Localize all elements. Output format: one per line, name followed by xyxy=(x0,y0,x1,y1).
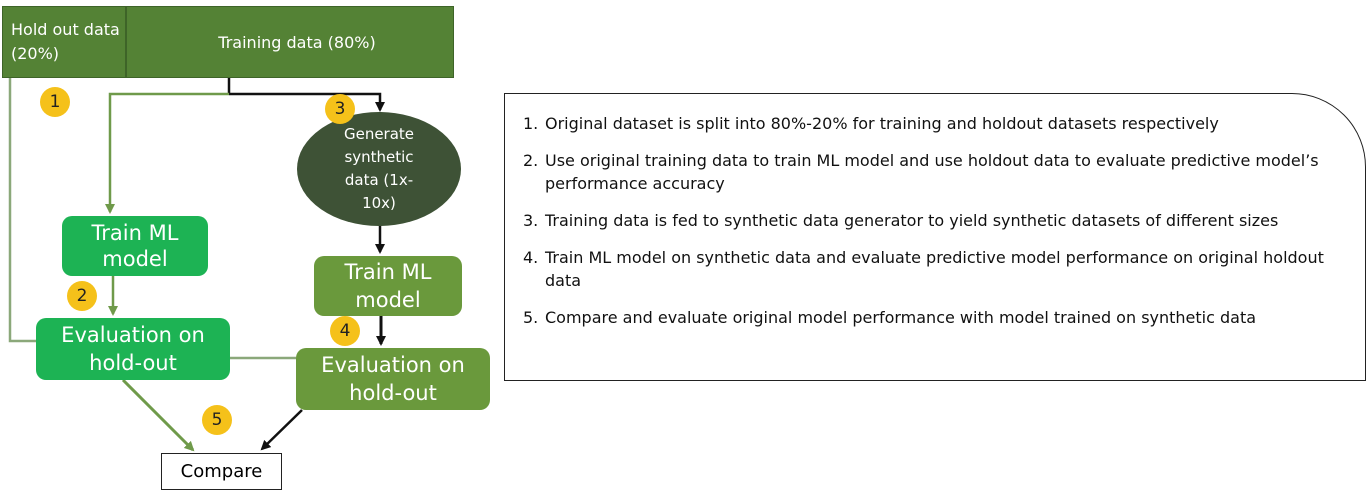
legend-item: 1. Original dataset is split into 80%-20… xyxy=(523,112,1345,135)
generate-synthetic-node: Generate synthetic data (1x-10x) xyxy=(297,112,461,226)
evaluation-original-label: Evaluation on hold-out xyxy=(61,323,205,375)
legend-item: 4. Train ML model on synthetic data and … xyxy=(523,246,1345,292)
train-model-synthetic-label: Train ML model xyxy=(344,260,432,312)
legend-item-number: 5. xyxy=(523,308,539,327)
legend-item-text: Training data is fed to synthetic data g… xyxy=(545,211,1279,230)
step-badge-3: 3 xyxy=(325,94,355,124)
training-data-block: Training data (80%) xyxy=(126,6,454,78)
generate-synthetic-label: Generate synthetic data (1x-10x) xyxy=(343,125,415,212)
legend-item-number: 4. xyxy=(523,248,539,267)
compare-label: Compare xyxy=(180,461,263,482)
step-badge-5: 5 xyxy=(202,405,232,435)
train-model-synthetic-node: Train ML model xyxy=(314,256,462,316)
legend-item-text: Original dataset is split into 80%-20% f… xyxy=(545,114,1219,133)
eval-left-to-compare xyxy=(121,378,195,452)
training-data-label: Training data (80%) xyxy=(218,32,376,52)
legend-item: 3. Training data is fed to synthetic dat… xyxy=(523,209,1345,232)
train-model-original-node: Train ML model xyxy=(62,216,208,276)
evaluation-original-node: Evaluation on hold-out xyxy=(36,318,230,380)
legend-item-text: Compare and evaluate original model perf… xyxy=(545,308,1257,327)
training-to-train-left xyxy=(105,92,229,214)
legend-item-number: 1. xyxy=(523,114,539,133)
steps-legend-panel: 1. Original dataset is split into 80%-20… xyxy=(504,93,1366,381)
legend-item: 2. Use original training data to train M… xyxy=(523,149,1345,195)
legend-item-text: Train ML model on synthetic data and eva… xyxy=(545,248,1324,290)
train-model-original-label: Train ML model xyxy=(91,221,179,271)
evaluation-synthetic-node: Evaluation on hold-out xyxy=(296,348,490,410)
holdout-data-block: Hold out data (20%) xyxy=(2,6,126,78)
step-badge-2: 2 xyxy=(67,281,97,311)
holdout-connector xyxy=(8,78,36,343)
training-to-generator xyxy=(229,92,385,112)
eval-right-to-compare xyxy=(260,409,303,451)
step-badge-1: 1 xyxy=(40,87,70,117)
evaluation-synthetic-label: Evaluation on hold-out xyxy=(321,353,465,405)
legend-item: 5. Compare and evaluate original model p… xyxy=(523,306,1345,329)
step-badge-4: 4 xyxy=(330,316,360,346)
legend-item-number: 3. xyxy=(523,211,539,230)
holdout-data-label: Hold out data (20%) xyxy=(11,20,120,63)
compare-node: Compare xyxy=(161,453,282,490)
legend-item-number: 2. xyxy=(523,151,539,170)
legend-item-text: Use original training data to train ML m… xyxy=(545,151,1319,193)
